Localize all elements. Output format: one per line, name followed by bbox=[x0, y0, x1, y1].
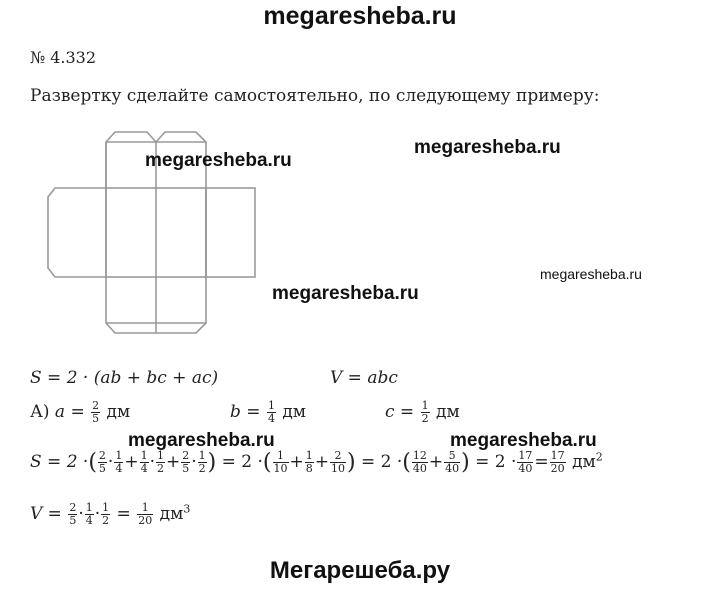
box-net-diagram bbox=[47, 131, 256, 334]
watermark-1: megaresheba.ru bbox=[145, 150, 292, 171]
footer-title: Мегарешеба.ру bbox=[269, 557, 451, 584]
net-bottom-flap-right bbox=[156, 277, 207, 334]
watermark-6: megaresheba.ru bbox=[450, 430, 597, 451]
net-left-flap bbox=[47, 187, 106, 278]
net-right-face bbox=[205, 187, 256, 278]
watermark-5: megaresheba.ru bbox=[128, 430, 275, 451]
watermark-4: megaresheba.ru bbox=[272, 283, 419, 304]
site-title: megaresheba.ru bbox=[263, 2, 457, 30]
surface-formula: S = 2 · (ab + bc + ac) bbox=[30, 368, 219, 388]
problem-number: № 4.332 bbox=[30, 48, 97, 67]
intro-text: Развертку сделайте самостоятельно, по сл… bbox=[30, 86, 600, 106]
volume-formula: V = abc bbox=[330, 368, 398, 388]
watermark-2: megaresheba.ru bbox=[414, 137, 561, 158]
watermark-3: megaresheba.ru bbox=[540, 266, 642, 282]
variant-label: А) bbox=[30, 402, 50, 422]
net-bottom-flap-left bbox=[105, 277, 156, 334]
net-top-flap-right bbox=[155, 131, 207, 188]
